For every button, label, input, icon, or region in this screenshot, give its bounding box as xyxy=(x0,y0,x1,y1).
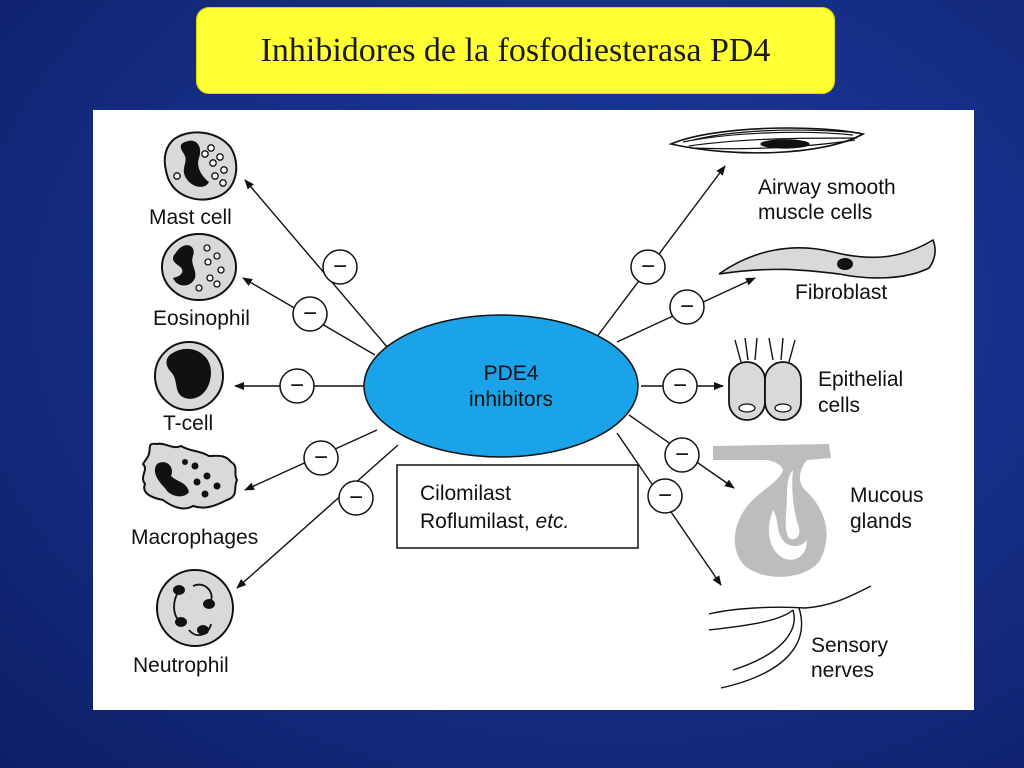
inhibit-symbol-macrophages: − xyxy=(303,440,339,476)
minus-sign: − xyxy=(349,484,363,511)
inhibit-symbol-mucous: − xyxy=(664,437,700,473)
label-mast-cell: Mast cell xyxy=(149,206,232,229)
eosinophil-icon xyxy=(161,233,237,301)
label-neutrophil: Neutrophil xyxy=(133,654,229,677)
label-epithelial-line1: Epithelial xyxy=(818,368,903,391)
mast-cell-icon xyxy=(163,131,238,201)
label-mucous-line1: Mucous xyxy=(850,484,924,507)
center-label-line1: PDE4 xyxy=(484,362,539,385)
minus-sign: − xyxy=(303,300,317,327)
fibroblast-icon xyxy=(718,238,936,279)
epithelial-cells-icon xyxy=(728,337,802,421)
diagram-panel: PDE4 inhibitors Cilomilast Roflumilast, … xyxy=(93,110,974,710)
drug-box-line1: Cilomilast xyxy=(420,482,511,505)
label-sensory-line1: Sensory xyxy=(811,634,889,657)
label-sensory-line2: nerves xyxy=(811,659,874,682)
label-fibroblast: Fibroblast xyxy=(795,281,887,304)
inhibition-symbols: − − − − − − − − − − xyxy=(279,249,705,516)
center-label-line2: inhibitors xyxy=(469,388,553,411)
minus-sign: − xyxy=(680,293,694,320)
label-airway-line2: muscle cells xyxy=(758,201,872,224)
minus-sign: − xyxy=(290,372,304,399)
minus-sign: − xyxy=(658,482,672,509)
sensory-nerves-icon xyxy=(708,585,872,689)
minus-sign: − xyxy=(314,444,328,471)
neutrophil-icon xyxy=(156,569,234,647)
drug-box-line2-etc: etc. xyxy=(536,510,570,533)
minus-sign: − xyxy=(641,253,655,280)
label-t-cell: T-cell xyxy=(163,412,213,435)
arrow-to-neutrophil xyxy=(236,444,399,589)
slide-title-box: Inhibidores de la fosfodiesterasa PD4 xyxy=(196,7,835,94)
macrophage-icon xyxy=(141,442,239,510)
drug-box xyxy=(396,464,639,549)
label-airway-line1: Airway smooth xyxy=(758,176,896,199)
label-macrophages: Macrophages xyxy=(131,526,258,549)
pde4-inhibitors-ellipse xyxy=(363,314,639,458)
arrow-to-mast-cell xyxy=(244,179,389,349)
label-epithelial-line2: cells xyxy=(818,394,860,417)
label-eosinophil: Eosinophil xyxy=(153,307,250,330)
drug-box-line2: Roflumilast, etc. xyxy=(420,510,569,533)
diagram-svg: PDE4 inhibitors Cilomilast Roflumilast, … xyxy=(131,127,936,689)
inhibit-symbol-airway: − xyxy=(630,249,666,285)
minus-sign: − xyxy=(673,372,687,399)
inhibit-symbol-neutrophil: − xyxy=(338,480,374,516)
inhibit-symbol-fibroblast: − xyxy=(669,289,705,325)
airway-smooth-muscle-icon xyxy=(668,127,866,154)
inhibit-symbol-epithelial: − xyxy=(662,368,698,404)
inhibit-symbol-sensory: − xyxy=(647,478,683,514)
slide-title: Inhibidores de la fosfodiesterasa PD4 xyxy=(260,31,771,69)
inhibit-symbol-t-cell: − xyxy=(279,368,315,404)
inhibit-symbol-mast-cell: − xyxy=(322,249,358,285)
inhibit-symbol-eosinophil: − xyxy=(292,296,328,332)
drug-box-line2-text: Roflumilast, xyxy=(420,510,536,533)
t-cell-icon xyxy=(154,341,224,411)
minus-sign: − xyxy=(333,253,347,280)
label-mucous-line2: glands xyxy=(850,510,912,533)
mucous-gland-icon xyxy=(713,444,831,577)
minus-sign: − xyxy=(675,441,689,468)
